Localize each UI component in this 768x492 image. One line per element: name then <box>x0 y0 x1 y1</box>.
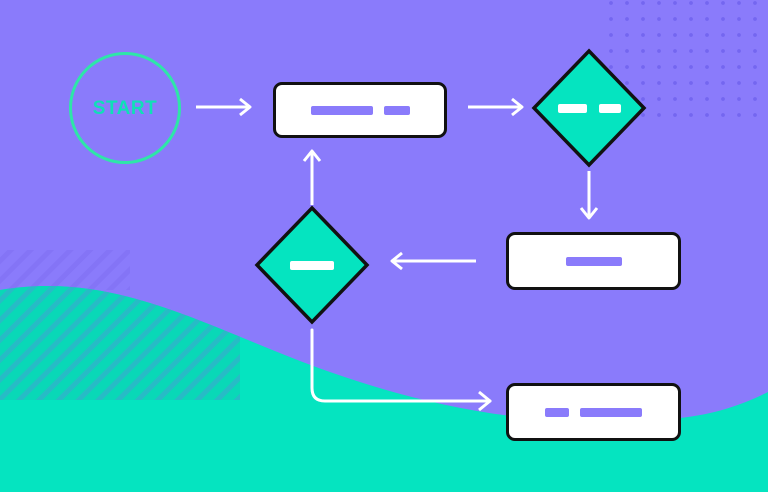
dash-segment <box>383 105 410 115</box>
dash-segment <box>565 256 622 266</box>
diagonal-stripes-teal <box>0 286 240 400</box>
diagonal-stripes-purple <box>0 250 130 292</box>
process-box-3[interactable] <box>506 383 681 441</box>
dash-segment <box>580 407 642 417</box>
start-node-label: START <box>92 97 158 119</box>
start-node[interactable]: START <box>69 52 181 164</box>
process-box-1[interactable] <box>273 82 447 138</box>
dash-segment <box>310 105 373 115</box>
dash-segment <box>545 407 569 417</box>
decision-diamond-2[interactable] <box>254 205 370 325</box>
dash-segment <box>290 260 334 270</box>
decision-diamond-1[interactable] <box>531 48 647 168</box>
diamond-shape <box>531 48 647 168</box>
process-box-2[interactable] <box>506 232 681 290</box>
dash-segment <box>598 103 621 113</box>
dash-segment <box>557 103 587 113</box>
